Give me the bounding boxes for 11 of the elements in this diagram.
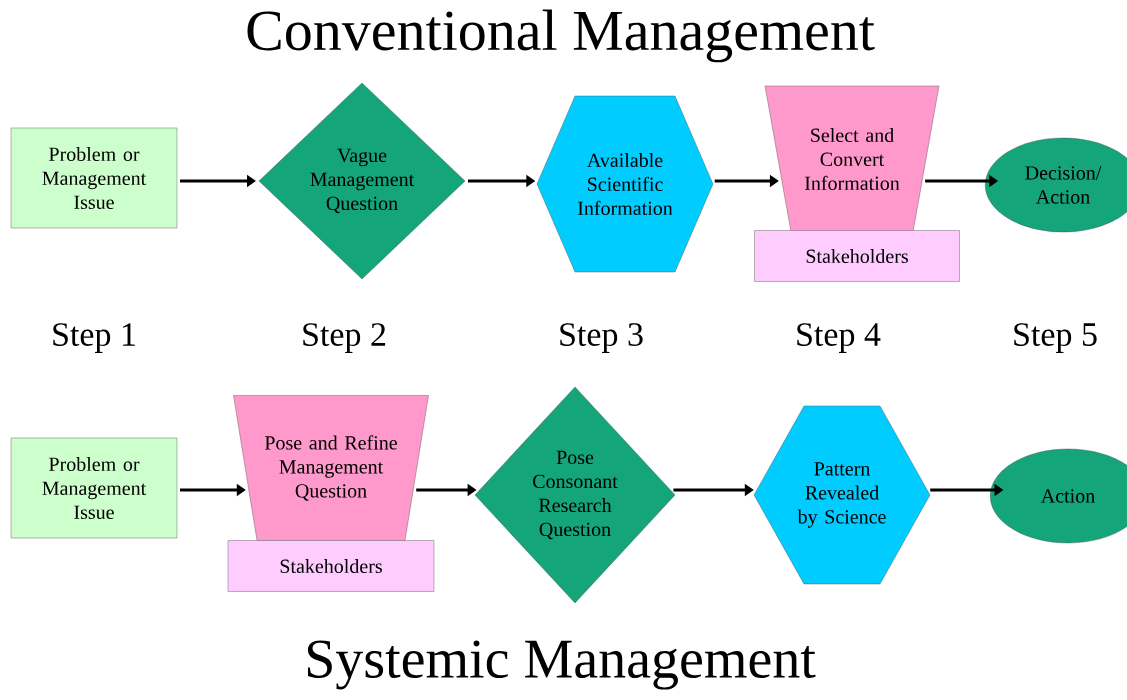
section-heading: Systemic Management bbox=[307, 640, 816, 690]
process-box: Stakeholders bbox=[754, 230, 960, 282]
step-label: Step 4 bbox=[797, 323, 881, 353]
process-box: Stakeholders bbox=[227, 540, 435, 592]
step-label: Step 5 bbox=[1014, 323, 1097, 353]
step-label: Step 3 bbox=[560, 323, 643, 353]
process-box: Problem or Management Issue bbox=[10, 127, 178, 229]
process-box: Problem or Management Issue bbox=[10, 437, 178, 539]
step-label: Step 1 bbox=[53, 323, 135, 353]
title: Conventional Management bbox=[247, 9, 875, 63]
step-label: Step 2 bbox=[303, 323, 386, 353]
